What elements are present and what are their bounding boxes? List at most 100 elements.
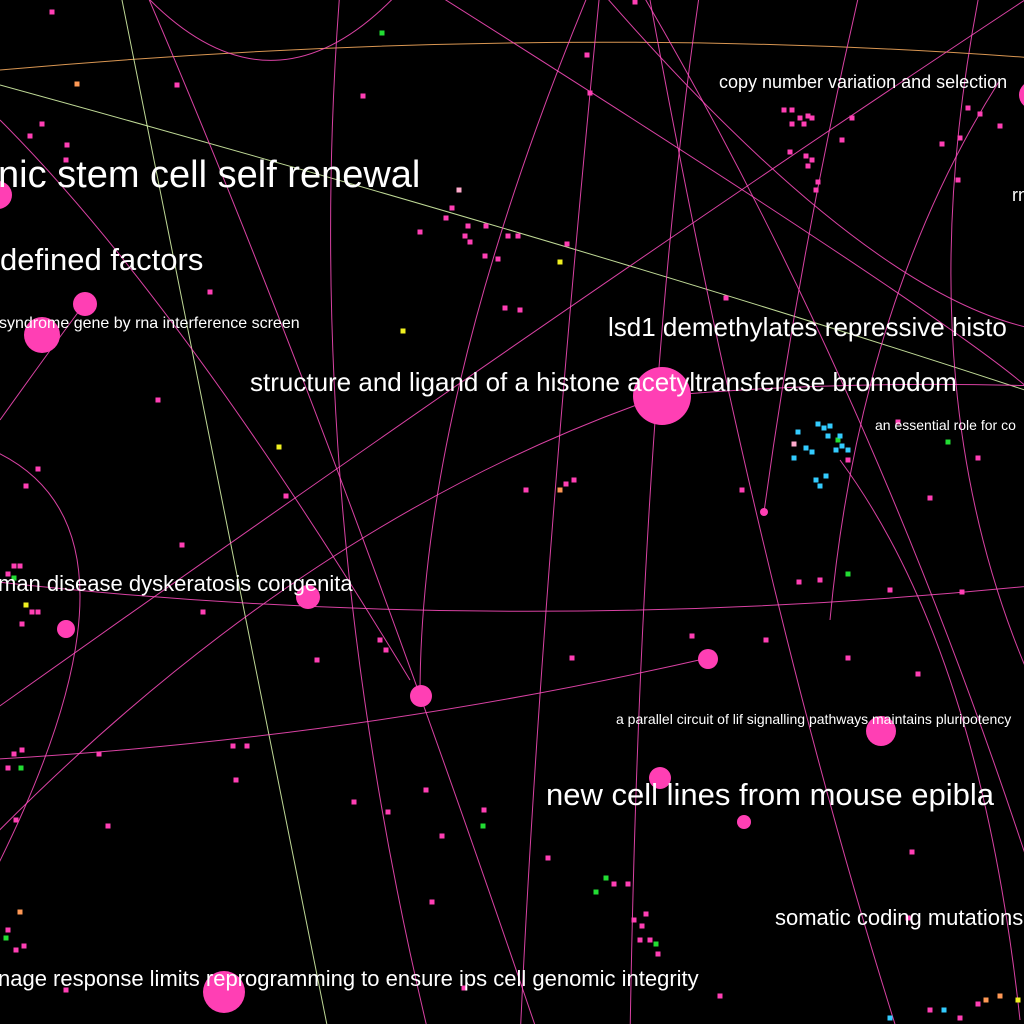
paper-dot[interactable]: [643, 911, 649, 917]
paper-dot[interactable]: [569, 655, 575, 661]
paper-dot[interactable]: [631, 917, 637, 923]
paper-dot[interactable]: [29, 609, 35, 615]
paper-dot[interactable]: [689, 633, 695, 639]
paper-dot[interactable]: [717, 993, 723, 999]
paper-dot[interactable]: [939, 141, 945, 147]
paper-dot[interactable]: [593, 889, 599, 895]
paper-dot[interactable]: [915, 671, 921, 677]
paper-dot[interactable]: [805, 113, 811, 119]
paper-dot[interactable]: [480, 823, 486, 829]
paper-dot[interactable]: [823, 473, 829, 479]
paper-dot[interactable]: [462, 233, 468, 239]
paper-dot[interactable]: [105, 823, 111, 829]
paper-dot[interactable]: [983, 997, 989, 1003]
paper-dot[interactable]: [625, 881, 631, 887]
paper-dot[interactable]: [5, 571, 11, 577]
paper-dot[interactable]: [233, 777, 239, 783]
paper-node[interactable]: [633, 367, 691, 425]
paper-node[interactable]: [24, 317, 60, 353]
paper-node[interactable]: [73, 292, 97, 316]
paper-dot[interactable]: [791, 455, 797, 461]
paper-dot[interactable]: [803, 153, 809, 159]
paper-dot[interactable]: [283, 493, 289, 499]
paper-dot[interactable]: [815, 421, 821, 427]
paper-dot[interactable]: [977, 111, 983, 117]
paper-dot[interactable]: [821, 425, 827, 431]
paper-dot[interactable]: [957, 135, 963, 141]
paper-dot[interactable]: [723, 295, 729, 301]
paper-dot[interactable]: [13, 947, 19, 953]
paper-dot[interactable]: [449, 205, 455, 211]
paper-dot[interactable]: [639, 923, 645, 929]
paper-dot[interactable]: [887, 1015, 893, 1021]
paper-node[interactable]: [737, 815, 751, 829]
paper-dot[interactable]: [839, 137, 845, 143]
paper-node[interactable]: [410, 685, 432, 707]
paper-dot[interactable]: [18, 765, 24, 771]
paper-node[interactable]: [1019, 81, 1024, 109]
paper-dot[interactable]: [813, 187, 819, 193]
paper-dot[interactable]: [383, 647, 389, 653]
paper-dot[interactable]: [465, 223, 471, 229]
paper-dot[interactable]: [655, 951, 661, 957]
paper-dot[interactable]: [833, 447, 839, 453]
paper-dot[interactable]: [276, 444, 282, 450]
paper-dot[interactable]: [35, 609, 41, 615]
paper-dot[interactable]: [74, 81, 80, 87]
paper-dot[interactable]: [563, 481, 569, 487]
label-lsd1-demethylates[interactable]: lsd1 demethylates repressive histo: [608, 312, 1007, 342]
paper-dot[interactable]: [23, 602, 29, 608]
paper-dot[interactable]: [400, 328, 406, 334]
paper-dot[interactable]: [845, 457, 851, 463]
paper-dot[interactable]: [845, 655, 851, 661]
paper-dot[interactable]: [17, 563, 23, 569]
paper-dot[interactable]: [19, 621, 25, 627]
paper-dot[interactable]: [584, 52, 590, 58]
paper-dot[interactable]: [379, 30, 385, 36]
paper-dot[interactable]: [957, 1015, 963, 1021]
paper-dot[interactable]: [975, 1001, 981, 1007]
paper-dot[interactable]: [787, 149, 793, 155]
paper-dot[interactable]: [955, 177, 961, 183]
paper-dot[interactable]: [803, 445, 809, 451]
paper-dot[interactable]: [796, 579, 802, 585]
paper-dot[interactable]: [517, 307, 523, 313]
paper-dot[interactable]: [557, 487, 563, 493]
paper-dot[interactable]: [377, 637, 383, 643]
paper-dot[interactable]: [545, 855, 551, 861]
paper-dot[interactable]: [96, 751, 102, 757]
label-dyskeratosis-congenita[interactable]: man disease dyskeratosis congenita: [0, 571, 353, 596]
label-rn-fragment[interactable]: rn: [1012, 185, 1024, 205]
label-copy-number-variation[interactable]: copy number variation and selection: [719, 72, 1008, 92]
paper-dot[interactable]: [456, 187, 462, 193]
paper-dot[interactable]: [360, 93, 366, 99]
paper-dot[interactable]: [230, 743, 236, 749]
paper-node[interactable]: [760, 508, 768, 516]
paper-dot[interactable]: [965, 105, 971, 111]
paper-dot[interactable]: [653, 941, 659, 947]
paper-node[interactable]: [57, 620, 75, 638]
paper-dot[interactable]: [845, 571, 851, 577]
paper-dot[interactable]: [429, 899, 435, 905]
paper-dot[interactable]: [637, 937, 643, 943]
paper-dot[interactable]: [200, 609, 206, 615]
paper-dot[interactable]: [835, 437, 841, 443]
paper-dot[interactable]: [5, 765, 11, 771]
paper-dot[interactable]: [385, 809, 391, 815]
paper-dot[interactable]: [244, 743, 250, 749]
paper-dot[interactable]: [11, 563, 17, 569]
paper-dot[interactable]: [837, 433, 843, 439]
label-lif-signalling[interactable]: a parallel circuit of lif signalling pat…: [616, 711, 1012, 727]
paper-dot[interactable]: [909, 849, 915, 855]
paper-dot[interactable]: [945, 439, 951, 445]
label-somatic-coding-mutations[interactable]: somatic coding mutations: [775, 905, 1024, 930]
paper-dot[interactable]: [809, 449, 815, 455]
paper-dot[interactable]: [502, 305, 508, 311]
paper-dot[interactable]: [505, 233, 511, 239]
paper-dot[interactable]: [603, 875, 609, 881]
paper-dot[interactable]: [632, 0, 638, 5]
paper-node[interactable]: [698, 649, 718, 669]
paper-dot[interactable]: [523, 487, 529, 493]
paper-dot[interactable]: [179, 542, 185, 548]
